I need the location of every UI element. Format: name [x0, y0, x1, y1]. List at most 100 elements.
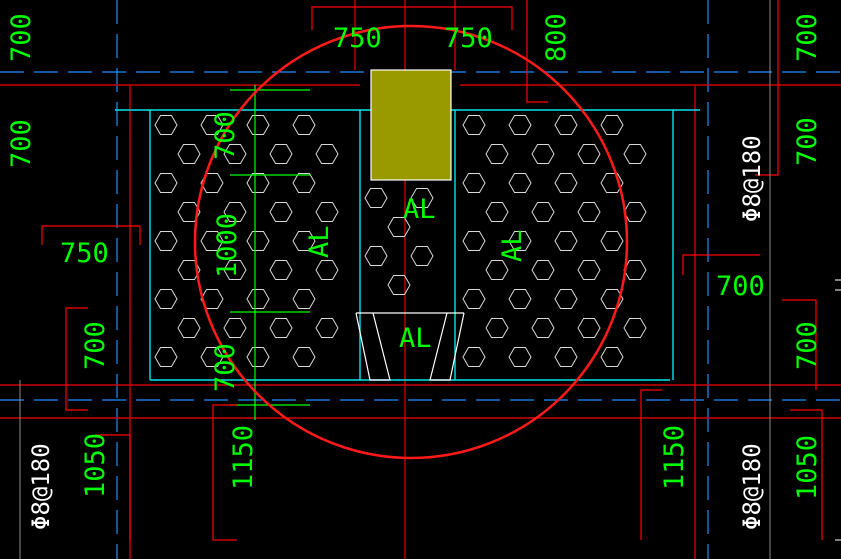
hatch-hexagon	[315, 144, 339, 164]
hatch-hexagon	[154, 173, 178, 193]
aux-lines	[19, 0, 771, 559]
hatch-hexagon	[154, 231, 178, 251]
dim-label-1050-right: 1050	[792, 435, 823, 500]
dim-bracket-top	[311, 6, 513, 30]
dimension-brackets	[41, 0, 823, 541]
hatch-hexagon	[623, 144, 647, 164]
hatch-hexagon	[246, 173, 270, 193]
hatch-hexagon	[200, 231, 224, 251]
dim-label-700-inner-top: 700	[210, 111, 241, 160]
hatch-hexagon	[246, 231, 270, 251]
hatch-hexagon	[200, 347, 224, 367]
hatch-hexagon	[600, 347, 624, 367]
hatch-hexagon	[462, 347, 486, 367]
rotated-dimension-labels: 800 700 700 700 1050 1150 700 1000 700 7…	[6, 13, 823, 500]
hatch-hexagon	[508, 347, 532, 367]
hatch-hexagon	[462, 115, 486, 135]
hatch-hexagon	[600, 115, 624, 135]
dim-label-1050-left: 1050	[80, 433, 111, 498]
hex-hatch-pattern	[154, 115, 647, 367]
hatch-hexagon	[387, 217, 411, 237]
hatch-hexagon	[623, 318, 647, 338]
hatch-hexagon	[223, 202, 247, 222]
dim-bracket-left-700	[65, 307, 88, 411]
hatch-hexagon	[269, 202, 293, 222]
dim-label-750-right: 750	[444, 23, 493, 54]
hatch-hexagon	[200, 289, 224, 309]
dim-bracket-left-1150	[212, 404, 237, 541]
hatch-hexagon	[600, 173, 624, 193]
hatch-hexagon	[577, 318, 601, 338]
hatch-hexagon	[531, 202, 555, 222]
rebar-note-right-upper: Φ8@180	[738, 135, 766, 222]
panel-label-right: AL	[497, 229, 528, 262]
hatch-hexagon	[269, 318, 293, 338]
hatch-hexagon	[554, 173, 578, 193]
hatch-hexagon	[200, 115, 224, 135]
dim-bracket-right-700-mid	[782, 299, 817, 390]
inner-dimension-lines	[230, 85, 310, 420]
dim-label-700-right-upper: 700	[792, 117, 823, 166]
dim-bracket-750	[41, 225, 141, 245]
dim-bracket-right-1050	[790, 409, 823, 540]
dim-bracket-right-top	[755, 0, 779, 176]
rebar-notes: Φ8@180 Φ8@180 Φ8@180	[27, 135, 766, 530]
hatch-hexagon	[292, 173, 316, 193]
hatch-hexagon	[315, 202, 339, 222]
dim-bracket-right-1150	[640, 389, 662, 540]
hatch-hexagon	[554, 231, 578, 251]
selected-column[interactable]	[370, 69, 452, 181]
hatch-hexagon	[462, 289, 486, 309]
dim-label-700-left-upper: 700	[6, 119, 37, 168]
hatch-hexagon	[410, 188, 434, 208]
rebar-note-left-lower: Φ8@180	[27, 443, 55, 530]
dim-label-700-inner-bottom: 700	[210, 343, 241, 392]
hatch-hexagon	[485, 202, 509, 222]
hatch-hexagon	[554, 115, 578, 135]
panel-labels: AL AL AL AL	[304, 194, 528, 354]
hatch-hexagon	[292, 289, 316, 309]
hatch-hexagon	[315, 260, 339, 280]
hatch-hexagon	[554, 347, 578, 367]
trapezoid-right	[429, 312, 465, 381]
hatch-hexagon	[462, 231, 486, 251]
hatch-hexagon	[485, 318, 509, 338]
hatch-hexagon	[508, 289, 532, 309]
dim-label-1150-left: 1150	[228, 425, 259, 490]
hatch-hexagon	[246, 347, 270, 367]
hatch-hexagon	[410, 246, 434, 266]
hatch-hexagon	[246, 289, 270, 309]
dim-label-750-left: 750	[333, 23, 382, 54]
hatch-hexagon	[364, 188, 388, 208]
hatch-hexagon	[154, 347, 178, 367]
hatch-hexagon	[531, 260, 555, 280]
hatch-hexagon	[246, 115, 270, 135]
hatch-hexagon	[554, 289, 578, 309]
hatch-hexagon	[600, 231, 624, 251]
hatch-hexagon	[364, 246, 388, 266]
hatch-hexagon	[292, 115, 316, 135]
hatch-hexagon	[315, 318, 339, 338]
dim-bracket-left-1050	[95, 434, 131, 540]
hatch-hexagon	[485, 144, 509, 164]
hatch-hexagon	[223, 144, 247, 164]
panel-label-center-top: AL	[403, 194, 436, 225]
edge-marks	[835, 279, 841, 541]
hatch-hexagon	[292, 347, 316, 367]
dim-label-1150-right: 1150	[659, 425, 690, 490]
dim-label-750-side: 750	[60, 238, 109, 269]
dim-label-800: 800	[541, 13, 572, 62]
dim-bracket-800	[526, 0, 548, 103]
dimension-labels: 750 750 750 700	[60, 23, 765, 302]
rebar-note-right-lower: Φ8@180	[738, 443, 766, 530]
hatch-hexagon	[177, 318, 201, 338]
hatch-hexagon	[577, 260, 601, 280]
opening-trapezoid	[355, 312, 465, 381]
hatch-hexagon	[485, 260, 509, 280]
panel-label-left: AL	[304, 225, 335, 258]
hatch-hexagon	[223, 260, 247, 280]
dim-label-700-left-mid: 700	[80, 321, 111, 370]
hatch-hexagon	[508, 115, 532, 135]
hatch-hexagon	[577, 202, 601, 222]
